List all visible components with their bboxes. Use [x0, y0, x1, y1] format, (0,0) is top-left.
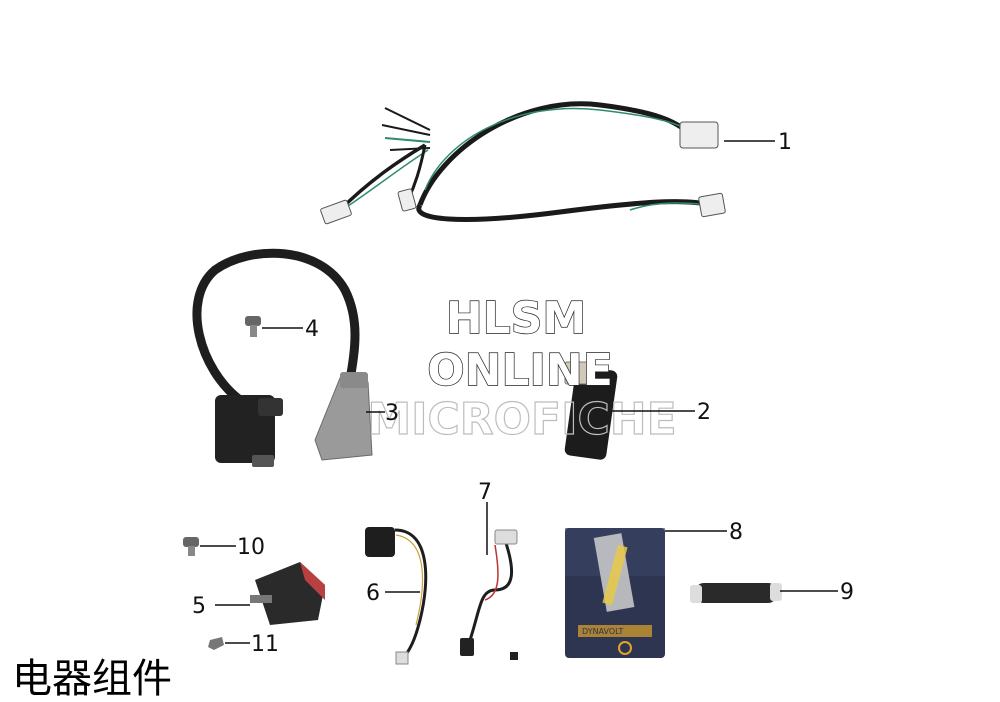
battery-brand-label: DYNAVOLT — [582, 627, 624, 636]
callout-3: 3 — [385, 401, 399, 426]
cdi-unit — [564, 361, 618, 460]
sub-harness — [460, 529, 518, 660]
battery-strap — [690, 583, 782, 603]
callouts: 1 2 3 4 5 6 7 8 9 10 11 — [192, 130, 854, 657]
callout-6: 6 — [366, 581, 380, 606]
callout-2: 2 — [697, 400, 711, 425]
nut-11 — [208, 637, 224, 650]
callout-10: 10 — [237, 535, 265, 560]
bolt-10 — [183, 537, 199, 556]
callout-1: 1 — [778, 130, 792, 155]
callout-5: 5 — [192, 594, 206, 619]
diagram-title: 电器组件 — [12, 656, 172, 702]
regulator-rectifier — [250, 562, 325, 625]
callout-4: 4 — [305, 317, 319, 342]
callout-8: 8 — [729, 520, 743, 545]
watermark-line-3: MICROFICHE — [367, 394, 676, 445]
battery: DYNAVOLT — [565, 528, 665, 658]
callout-9: 9 — [840, 580, 854, 605]
watermark-line-1: HLSM — [446, 293, 586, 344]
callout-7: 7 — [478, 480, 492, 505]
wire-harness — [320, 101, 726, 225]
watermark: HLSM ONLINE MICROFICHE — [367, 292, 678, 445]
callout-11: 11 — [251, 632, 279, 657]
bolt-4 — [245, 316, 261, 337]
ignition-coil — [192, 248, 373, 467]
lead-wire — [365, 527, 428, 665]
watermark-line-2: ONLINE — [427, 345, 613, 396]
